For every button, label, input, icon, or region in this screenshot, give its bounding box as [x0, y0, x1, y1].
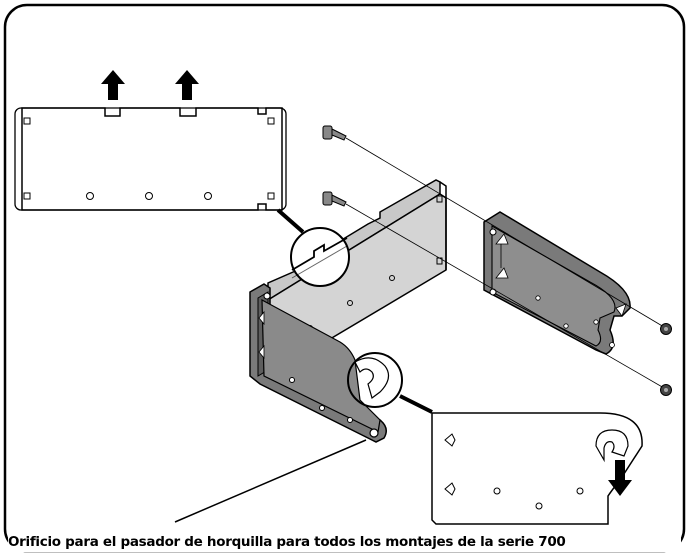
zoom-circle-top	[290, 227, 350, 287]
leader-top	[276, 208, 305, 234]
assembly-line-top	[345, 137, 665, 328]
diagram-caption: Orificio para el pasador de horquilla pa…	[8, 532, 681, 552]
nut-icon	[660, 384, 672, 396]
leader-hook	[399, 394, 433, 414]
zoom-circle-hook	[347, 352, 403, 408]
arrow-down-icon	[608, 460, 632, 496]
screw-icon	[322, 125, 347, 141]
arrow-up-icon	[101, 70, 125, 100]
caption-leader	[174, 439, 367, 523]
detail-plate-top	[14, 107, 287, 211]
screw-icon	[322, 191, 347, 207]
right-plate	[483, 211, 631, 355]
arrow-up-icon	[175, 70, 199, 100]
assembly-line-bottom	[345, 203, 665, 389]
nut-icon	[660, 323, 672, 335]
